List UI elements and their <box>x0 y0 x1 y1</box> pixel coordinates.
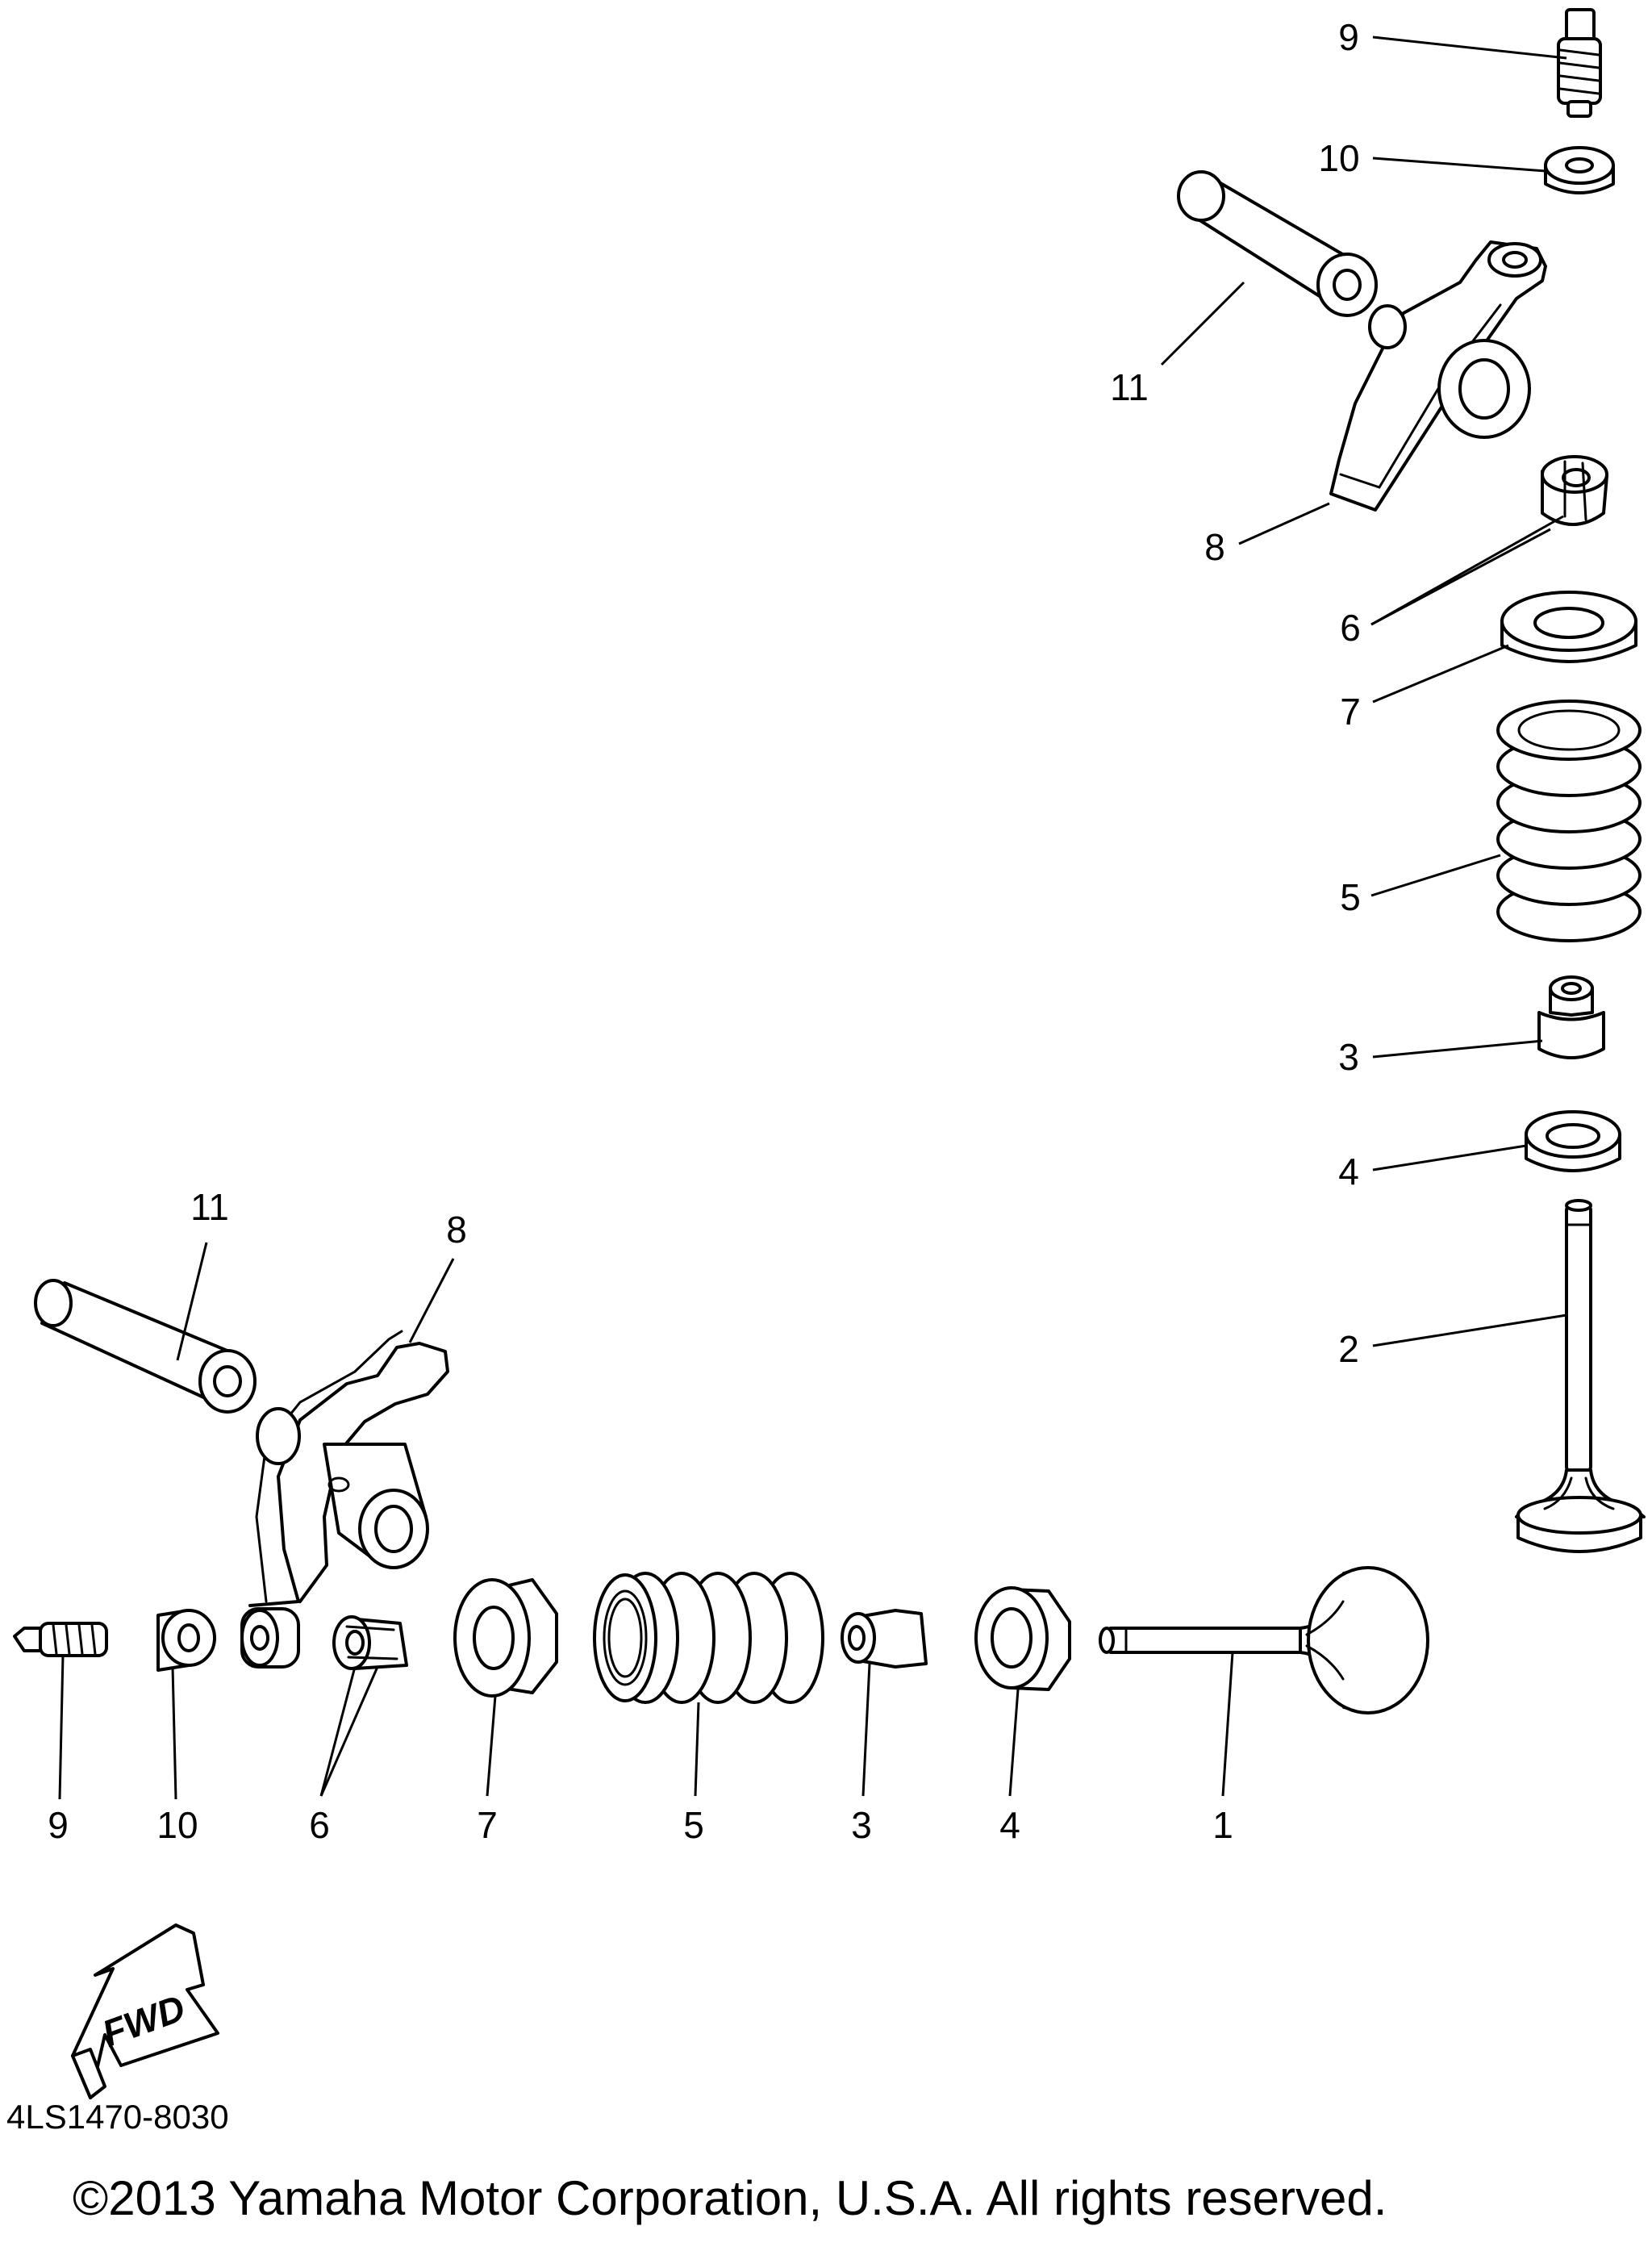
valve-stem-seal-upper <box>1537 975 1605 1059</box>
spring-seat-upper <box>1525 1110 1621 1172</box>
callout-upper-5: 5 <box>1340 876 1361 918</box>
spring-retainer-upper <box>1500 591 1637 663</box>
callout-upper-8: 8 <box>1204 526 1225 568</box>
fwd-arrow-icon: FWD <box>71 1923 219 2099</box>
callouts-lower: 11 8 9 10 6 7 5 3 4 1 <box>48 1186 1233 1846</box>
callout-lower-6: 6 <box>309 1804 330 1846</box>
callout-lower-7: 7 <box>477 1804 498 1846</box>
callout-lower-1: 1 <box>1212 1804 1233 1846</box>
locknut-lower <box>156 1609 216 1672</box>
copyright-notice: ©2013 Yamaha Motor Corporation, U.S.A. A… <box>73 2171 1387 2225</box>
valve-cotters-upper <box>1541 455 1608 526</box>
callout-lower-10: 10 <box>156 1804 198 1846</box>
spring-retainer-lower <box>453 1578 558 1698</box>
callout-upper-3: 3 <box>1338 1036 1359 1078</box>
valve-spring-upper <box>1496 700 1642 942</box>
callout-upper-11: 11 <box>1110 366 1149 408</box>
adjuster-screw-upper <box>1557 8 1602 118</box>
callout-upper-7: 7 <box>1340 691 1361 733</box>
callout-upper-10: 10 <box>1318 137 1359 179</box>
valve-cotters-lower <box>332 1615 408 1670</box>
callout-lower-9: 9 <box>48 1804 69 1846</box>
diagram-code: 4LS1470-8030 <box>6 2098 229 2136</box>
valve-lower <box>1099 1566 1429 1714</box>
rocker-shaft-lower <box>34 1279 257 1414</box>
rocker-arm-lower <box>240 1330 449 1669</box>
callout-upper-2: 2 <box>1338 1328 1359 1370</box>
valve-stem-seal-lower <box>841 1609 928 1669</box>
callouts-upper: 9 10 11 8 6 7 5 3 4 2 <box>1110 16 1361 1370</box>
valve-upper <box>1515 1199 1646 1553</box>
callout-lower-4: 4 <box>999 1804 1020 1846</box>
leader-lines <box>58 36 1567 1800</box>
valve-spring-lower <box>593 1572 824 1704</box>
callout-lower-11: 11 <box>190 1186 229 1228</box>
rocker-shaft-upper <box>1177 170 1378 317</box>
callout-lower-8: 8 <box>446 1209 467 1251</box>
spring-seat-lower <box>974 1586 1071 1691</box>
adjuster-screw-lower <box>13 1622 108 1657</box>
rocker-arm-upper <box>1329 240 1547 512</box>
callout-lower-5: 5 <box>683 1804 704 1846</box>
locknut-upper <box>1544 146 1615 194</box>
callout-upper-4: 4 <box>1338 1151 1359 1192</box>
callout-upper-9: 9 <box>1338 16 1359 58</box>
callout-lower-3: 3 <box>851 1804 872 1846</box>
callout-upper-6: 6 <box>1340 607 1361 649</box>
